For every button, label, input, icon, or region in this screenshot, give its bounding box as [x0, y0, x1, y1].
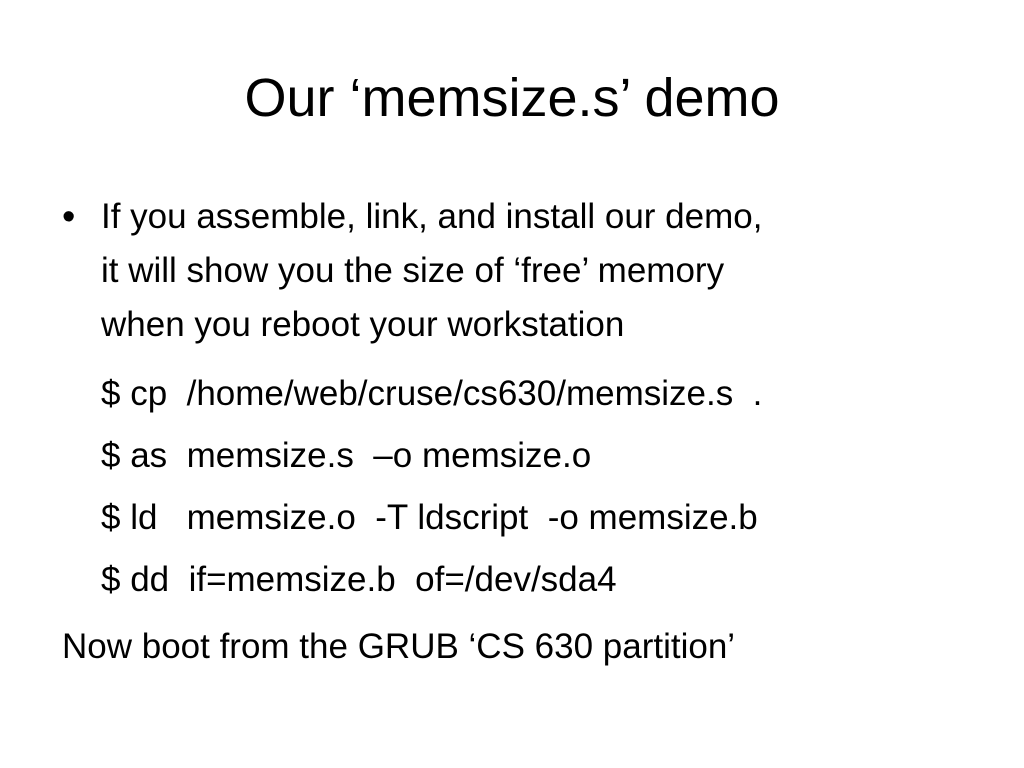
command-install: $ dd if=memsize.b of=/dev/sda4: [101, 560, 617, 599]
bullet-text: If you assemble, link, and install our d…: [101, 190, 1001, 352]
bullet-line: it will show you the size of ‘free’ memo…: [101, 251, 725, 290]
command-assemble: $ as memsize.s –o memsize.o: [101, 436, 592, 475]
bullet-point: •: [62, 196, 76, 238]
bullet-line: when you reboot your workstation: [101, 305, 625, 344]
bullet-line: If you assemble, link, and install our d…: [101, 197, 763, 236]
command-copy: $ cp /home/web/cruse/cs630/memsize.s .: [101, 374, 763, 413]
slide-title: Our ‘memsize.s’ demo: [244, 68, 780, 128]
command-link: $ ld memsize.o -T ldscript -o memsize.b: [101, 498, 758, 537]
boot-instruction: Now boot from the GRUB ‘CS 630 partition…: [62, 627, 736, 666]
